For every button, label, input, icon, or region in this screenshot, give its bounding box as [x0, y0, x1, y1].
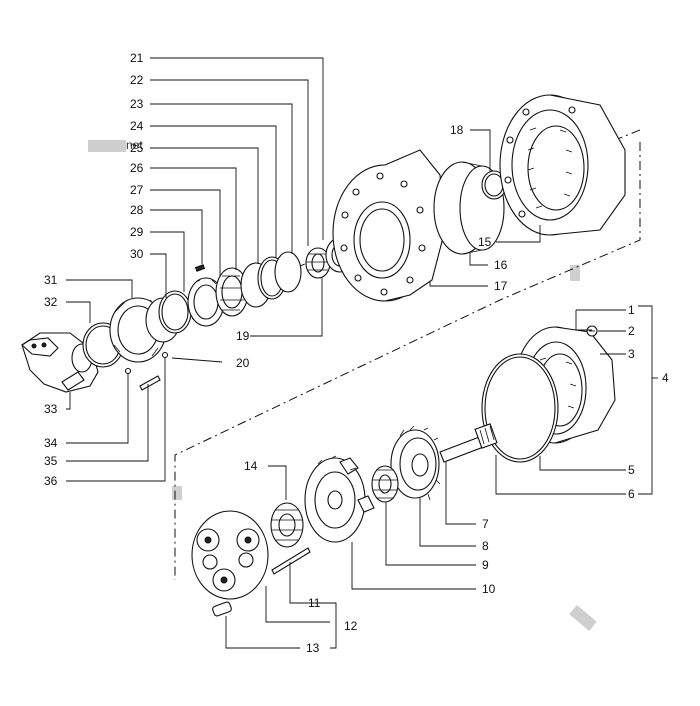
- part-7-drive-shaft: [439, 423, 498, 463]
- watermark-blur-3: [172, 486, 182, 500]
- leader-32: [66, 301, 91, 323]
- part-14-gear: [270, 502, 304, 548]
- part-6-o-ring-inner: [484, 356, 556, 460]
- watermark-blur-2: [570, 265, 580, 281]
- leader-15: [496, 225, 541, 243]
- callout-27: 27: [130, 183, 144, 197]
- part-36-pin: [161, 351, 169, 359]
- leader-5: [539, 456, 626, 471]
- callout-30: 30: [130, 247, 144, 261]
- callout-17: 17: [494, 279, 508, 293]
- leader-22: [150, 79, 309, 246]
- leader-10: [351, 542, 476, 590]
- leader-19: [250, 278, 323, 337]
- callout-13: 13: [306, 641, 320, 655]
- part-2-bolt: [586, 325, 598, 337]
- part-26-bearing-cage: [215, 267, 249, 317]
- leader-12-link: [265, 586, 330, 623]
- leader-8: [419, 498, 476, 547]
- leader-25: [150, 147, 259, 264]
- part-9-gear: [371, 465, 399, 503]
- part-34-bolt: [139, 375, 161, 391]
- leader-14: [268, 465, 287, 500]
- callout-4: 4: [662, 371, 669, 385]
- callout-5: 5: [628, 463, 635, 477]
- callout-35: 35: [44, 454, 58, 468]
- leader-36: [66, 358, 166, 482]
- leader-11: [289, 562, 330, 604]
- watermark-blur-4: [569, 605, 597, 631]
- part-28-pin: [194, 264, 206, 272]
- leader-35: [66, 384, 149, 462]
- leader-18: [470, 129, 491, 172]
- part-8-sun-gear: [390, 425, 441, 501]
- callout-9: 9: [482, 558, 489, 572]
- leader-29: [150, 231, 185, 292]
- callout-14: 14: [244, 459, 258, 473]
- callout-28: 28: [130, 203, 144, 217]
- callout-7: 7: [482, 517, 489, 531]
- leader-34: [66, 374, 129, 444]
- leader-20: [171, 357, 223, 363]
- callout-36: 36: [44, 474, 58, 488]
- callout-31: 31: [44, 273, 58, 287]
- leader-7: [445, 462, 476, 525]
- leader-9: [385, 502, 476, 566]
- watermark-text: net: [126, 138, 143, 152]
- part-17-flanged-housing: [332, 149, 446, 302]
- callout-2: 2: [628, 324, 635, 338]
- leader-33: [66, 392, 71, 410]
- leader-21: [150, 57, 324, 240]
- callout-25: 25: [130, 141, 144, 155]
- part-33-motor-flange: [21, 332, 99, 393]
- callout-34: 34: [44, 436, 58, 450]
- leader-31: [66, 279, 133, 298]
- callout-33: 33: [44, 402, 58, 416]
- leader-24: [150, 125, 277, 258]
- leader-2-link: [575, 310, 592, 331]
- part-10-carrier: [304, 455, 375, 543]
- part-35-washer: [124, 367, 132, 375]
- callout-3: 3: [628, 347, 635, 361]
- callout-19: 19: [236, 329, 250, 343]
- callout-24: 24: [130, 119, 144, 133]
- leader-16: [469, 252, 488, 266]
- bracket-12: [330, 602, 337, 649]
- leader-26: [150, 167, 237, 270]
- callout-16: 16: [494, 258, 508, 272]
- callout-10: 10: [482, 582, 496, 596]
- callout-22: 22: [130, 73, 144, 87]
- callout-8: 8: [482, 539, 489, 553]
- part-11-long-pin: [271, 547, 311, 575]
- leader-6: [495, 455, 626, 495]
- part-23-ring: [274, 251, 302, 293]
- callout-26: 26: [130, 161, 144, 175]
- part-13-bushing: [212, 601, 232, 617]
- leader-13: [225, 616, 300, 649]
- callout-15: 15: [478, 235, 492, 249]
- callout-11: 11: [308, 596, 321, 610]
- leader-28: [150, 209, 203, 264]
- watermark-blur: [88, 140, 126, 152]
- bracket-4: [638, 305, 653, 495]
- callout-18: 18: [450, 123, 464, 137]
- callout-6: 6: [628, 487, 635, 501]
- callout-29: 29: [130, 225, 144, 239]
- center-axis-line: [174, 142, 641, 580]
- callout-12: 12: [344, 619, 358, 633]
- callout-1: 1: [628, 303, 635, 317]
- leader-30: [150, 253, 167, 298]
- callout-21: 21: [130, 51, 144, 65]
- callout-23: 23: [130, 97, 144, 111]
- leader-23: [150, 103, 293, 254]
- part-29-snap-ring-inner: [161, 293, 189, 331]
- callout-20: 20: [236, 356, 250, 370]
- part-15-ring-gear-hub: [499, 94, 626, 236]
- callout-32: 32: [44, 295, 58, 309]
- part-12-planet-carrier: [191, 510, 269, 600]
- leader-17: [429, 282, 488, 287]
- leader-27: [150, 189, 221, 276]
